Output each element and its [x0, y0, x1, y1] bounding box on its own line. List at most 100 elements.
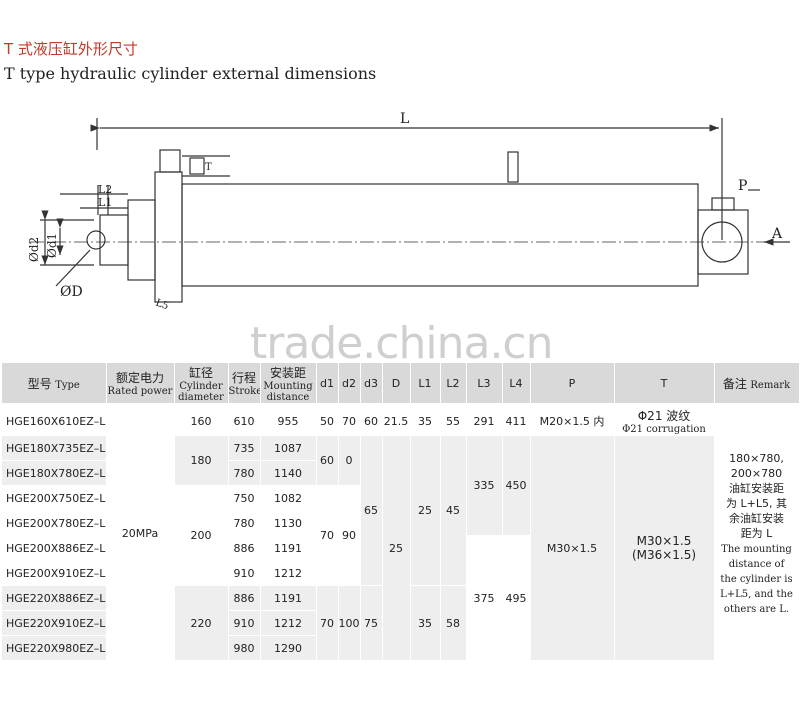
left-flange	[127, 199, 156, 281]
cell-d2: 100	[338, 585, 361, 661]
cell-L4: 411	[502, 405, 531, 436]
cell-d1: 70	[316, 485, 339, 586]
cell-L4: 495	[502, 535, 531, 661]
cell-mounting: 1290	[260, 635, 317, 661]
table-row: HGE220X886EZ–L 220 886 1191 70 100 75 35…	[2, 585, 799, 661]
cell-d1: 50	[316, 405, 339, 436]
cell-type: HGE200X750EZ–L	[2, 485, 107, 511]
cell-rated-power: 20MPa	[106, 405, 175, 661]
cell-d2: 70	[338, 405, 361, 436]
th-type: 型号 Type	[2, 363, 107, 407]
cell-mounting: 1191	[260, 585, 317, 611]
table-row: HGE160X610EZ–L 20MPa 160 610 955 50 70 6…	[2, 405, 800, 661]
cell-type: HGE160X610EZ–L	[2, 405, 107, 436]
cell-type: HGE220X980EZ–L	[2, 635, 107, 661]
th-d2: d2	[338, 363, 361, 407]
cell-type: HGE200X910EZ–L	[2, 560, 107, 586]
cell-L1: 35	[410, 405, 441, 436]
label-l1: L1	[98, 196, 112, 209]
cell-L3: 335	[466, 435, 503, 536]
table-row: HGE200X910EZ–L 910 1212	[2, 560, 799, 586]
cell-P: M30×1.5	[530, 435, 615, 661]
cell-mounting: 1087	[260, 435, 317, 461]
cell-type: HGE220X910EZ–L	[2, 610, 107, 636]
table-row: HGE200X886EZ–L 886 1191 375 495	[2, 535, 799, 661]
cell-stroke: 610	[228, 405, 261, 436]
label-a: A	[771, 226, 783, 242]
cell-stroke: 910	[228, 560, 261, 586]
cell-L2: 55	[440, 405, 467, 436]
cell-L4: 450	[502, 435, 531, 536]
cell-L1: 35	[410, 585, 441, 661]
th-L4: L4	[502, 363, 531, 407]
cell-mounting: 1082	[260, 485, 317, 511]
cell-stroke: 980	[228, 635, 261, 661]
port-left	[159, 149, 181, 173]
cell-L3: 291	[466, 405, 503, 436]
cell-stroke: 780	[228, 510, 261, 536]
watermark: trade.china.cn	[250, 318, 554, 369]
cell-L1: 25	[410, 435, 441, 586]
cell-d3: 60	[360, 405, 383, 436]
cell-stroke: 750	[228, 485, 261, 511]
cell-d1: 60	[316, 435, 339, 486]
page-title-en: T type hydraulic cylinder external dimen…	[4, 64, 377, 83]
cell-bore: 160	[174, 405, 229, 436]
cell-remark: 180×780, 200×780 油缸安装距 为 L+L5, 其 余油缸安装 距…	[714, 405, 800, 661]
cell-mounting: 1130	[260, 510, 317, 536]
cell-type: HGE180X780EZ–L	[2, 460, 107, 486]
cell-d2: 0	[338, 435, 361, 486]
cell-d1: 70	[316, 585, 339, 661]
label-l5: L5	[154, 297, 170, 312]
table-row: HGE200X780EZ–L 780 1130	[2, 510, 799, 536]
cell-stroke: 910	[228, 610, 261, 636]
cell-type: HGE220X886EZ–L	[2, 585, 107, 611]
label-d2: Ød2	[27, 237, 41, 262]
cell-bore: 200	[174, 485, 229, 586]
cell-d3: 65	[360, 435, 383, 586]
cylinder-barrel	[181, 183, 699, 287]
cell-type: HGE200X780EZ–L	[2, 510, 107, 536]
cell-bore: 180	[174, 435, 229, 486]
cell-mounting: 1212	[260, 610, 317, 636]
cell-mounting: 1140	[260, 460, 317, 486]
table-row: HGE200X750EZ–L 200 750 1082 70 90	[2, 485, 799, 586]
label-p: P	[738, 178, 747, 194]
center-mark	[507, 151, 519, 183]
rod-eye-hole	[86, 230, 106, 250]
th-d1: d1	[316, 363, 339, 407]
cell-stroke: 886	[228, 585, 261, 611]
cell-type: HGE180X735EZ–L	[2, 435, 107, 461]
cell-L2: 45	[440, 435, 467, 586]
th-L1: L1	[410, 363, 441, 407]
cell-D: 25	[382, 435, 411, 661]
th-P: P	[530, 363, 615, 407]
cell-d3: 75	[360, 585, 383, 661]
cell-L3: 375	[466, 535, 503, 661]
cell-T: M30×1.5(M36×1.5)	[614, 435, 715, 661]
cell-stroke: 886	[228, 535, 261, 561]
cell-mounting: 955	[260, 405, 317, 436]
cell-P: M20×1.5 内	[530, 405, 615, 436]
th-d3: d3	[360, 363, 383, 407]
table-row: HGE220X910EZ–L 910 1212	[2, 610, 799, 636]
th-T: T	[614, 363, 715, 407]
label-d1: Ød1	[45, 233, 59, 258]
cell-type: HGE200X886EZ–L	[2, 535, 107, 561]
piston-rod-end	[99, 214, 129, 266]
left-end-cap	[154, 171, 183, 303]
table-row: HGE180X735EZ–L 180 735 1087 60 0 65 25 2…	[2, 435, 799, 661]
th-L2: L2	[440, 363, 467, 407]
label-l2: L2	[98, 183, 112, 196]
th-L3: L3	[466, 363, 503, 407]
cell-D: 21.5	[382, 405, 411, 436]
table-row: HGE180X780EZ–L 780 1140	[2, 460, 799, 486]
cell-L2: 58	[440, 585, 467, 661]
port-fitting	[189, 157, 205, 175]
cell-stroke: 735	[228, 435, 261, 461]
th-remark: 备注 Remark	[714, 363, 800, 407]
cell-mounting: 1191	[260, 535, 317, 561]
